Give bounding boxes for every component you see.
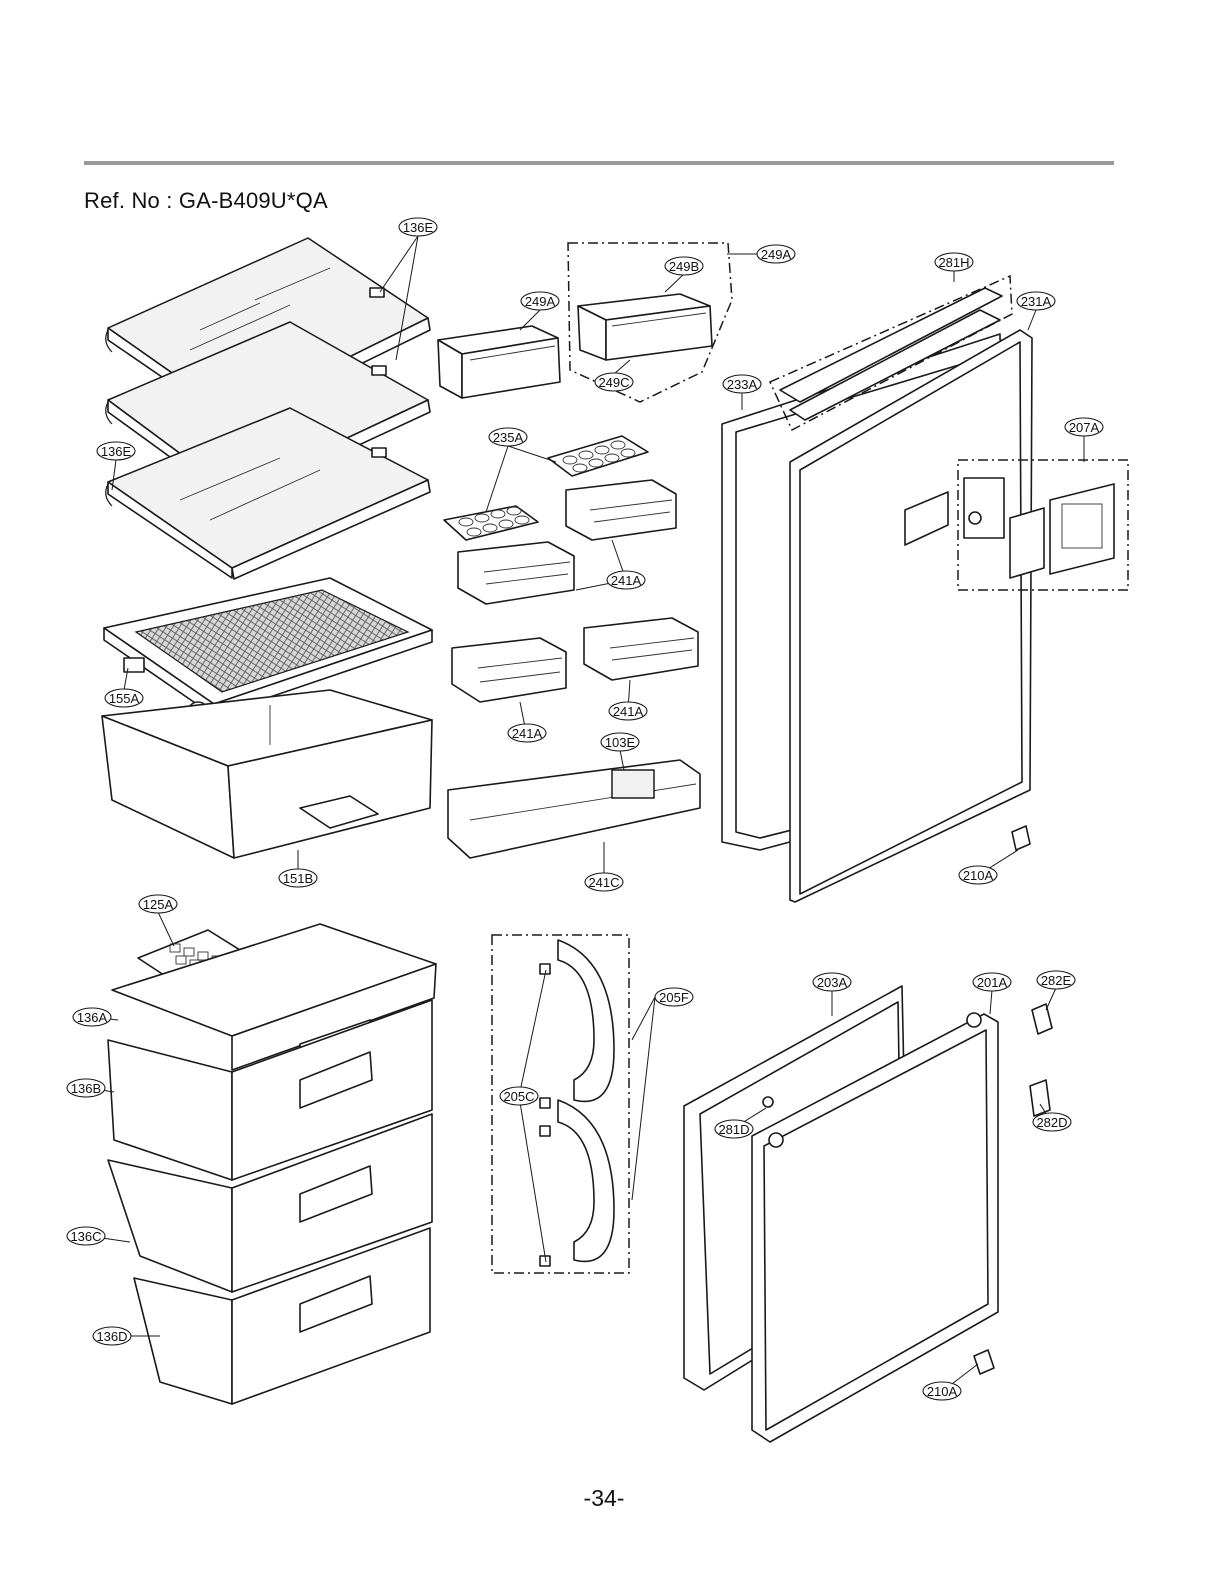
svg-text:249A: 249A [525,294,556,309]
crisper-drawer [102,690,432,858]
svg-text:205F: 205F [659,990,689,1005]
svg-text:136D: 136D [96,1329,127,1344]
door-handles [540,940,614,1266]
callout-282E: 282E [1037,971,1075,989]
svg-text:235A: 235A [493,430,524,445]
callout-241A-1: 241A [607,571,645,589]
svg-text:136E: 136E [403,220,434,235]
svg-text:207A: 207A [1069,420,1100,435]
svg-text:136E: 136E [101,444,132,459]
callout-241A-3: 241A [508,724,546,742]
svg-text:231A: 231A [1021,294,1052,309]
svg-text:241A: 241A [512,726,543,741]
callout-136A: 136A [73,1008,111,1026]
svg-text:205C: 205C [503,1089,534,1104]
callout-207A: 207A [1065,418,1103,436]
egg-tray-upper [548,436,648,476]
dairy-bin-right [578,294,712,360]
svg-text:282D: 282D [1036,1115,1067,1130]
callout-205C: 205C [500,1087,538,1105]
dairy-bin-left [438,326,560,398]
svg-text:136A: 136A [77,1010,108,1025]
svg-text:249C: 249C [598,375,629,390]
callout-249A-group: 249A [757,245,795,263]
svg-text:282E: 282E [1041,973,1072,988]
callout-125A: 125A [139,895,177,913]
callout-136E-mid: 136E [97,442,135,460]
callout-231A: 231A [1017,292,1055,310]
door-basket-4 [584,618,698,680]
bottle-basket [448,760,700,858]
svg-text:249A: 249A [761,247,792,262]
callout-103E: 103E [601,733,639,751]
callout-155A: 155A [105,689,143,707]
callout-249A: 249A [521,292,559,310]
callout-281H: 281H [935,253,973,271]
door-basket-3 [452,638,566,702]
callout-151B: 151B [279,869,317,887]
callout-201A: 201A [973,973,1011,991]
svg-text:136B: 136B [71,1081,101,1096]
callout-241A-2: 241A [609,702,647,720]
callout-136E-top: 136E [399,218,437,236]
callout-210A-2: 210A [923,1382,961,1400]
svg-text:249B: 249B [669,259,699,274]
svg-text:155A: 155A [109,691,140,706]
callout-241C: 241C [585,873,623,891]
callout-203A: 203A [813,973,851,991]
page-number: -34- [0,1485,1208,1512]
svg-text:136C: 136C [70,1229,101,1244]
svg-text:241A: 241A [613,704,644,719]
callout-235A: 235A [489,428,527,446]
svg-text:281D: 281D [718,1122,749,1137]
svg-text:281H: 281H [938,255,969,270]
callout-249C: 249C [595,373,633,391]
svg-text:241A: 241A [611,573,642,588]
callout-205F: 205F [655,988,693,1006]
svg-text:201A: 201A [977,975,1008,990]
callout-282D: 282D [1033,1113,1071,1131]
svg-text:103E: 103E [605,735,636,750]
svg-text:210A: 210A [927,1384,958,1399]
door-basket-2 [458,542,574,604]
egg-tray-lower [444,506,538,540]
callout-281D: 281D [715,1120,753,1138]
callout-136B: 136B [67,1079,105,1097]
svg-text:125A: 125A [143,897,174,912]
svg-text:233A: 233A [727,377,758,392]
callout-233A: 233A [723,375,761,393]
callout-210A-1: 210A [959,866,997,884]
svg-text:210A: 210A [963,868,994,883]
svg-text:151B: 151B [283,871,313,886]
callout-249B: 249B [665,257,703,275]
callout-136C: 136C [67,1227,105,1245]
door-basket-1 [566,480,676,540]
svg-text:241C: 241C [588,875,619,890]
svg-text:203A: 203A [817,975,848,990]
callout-136D: 136D [93,1327,131,1345]
